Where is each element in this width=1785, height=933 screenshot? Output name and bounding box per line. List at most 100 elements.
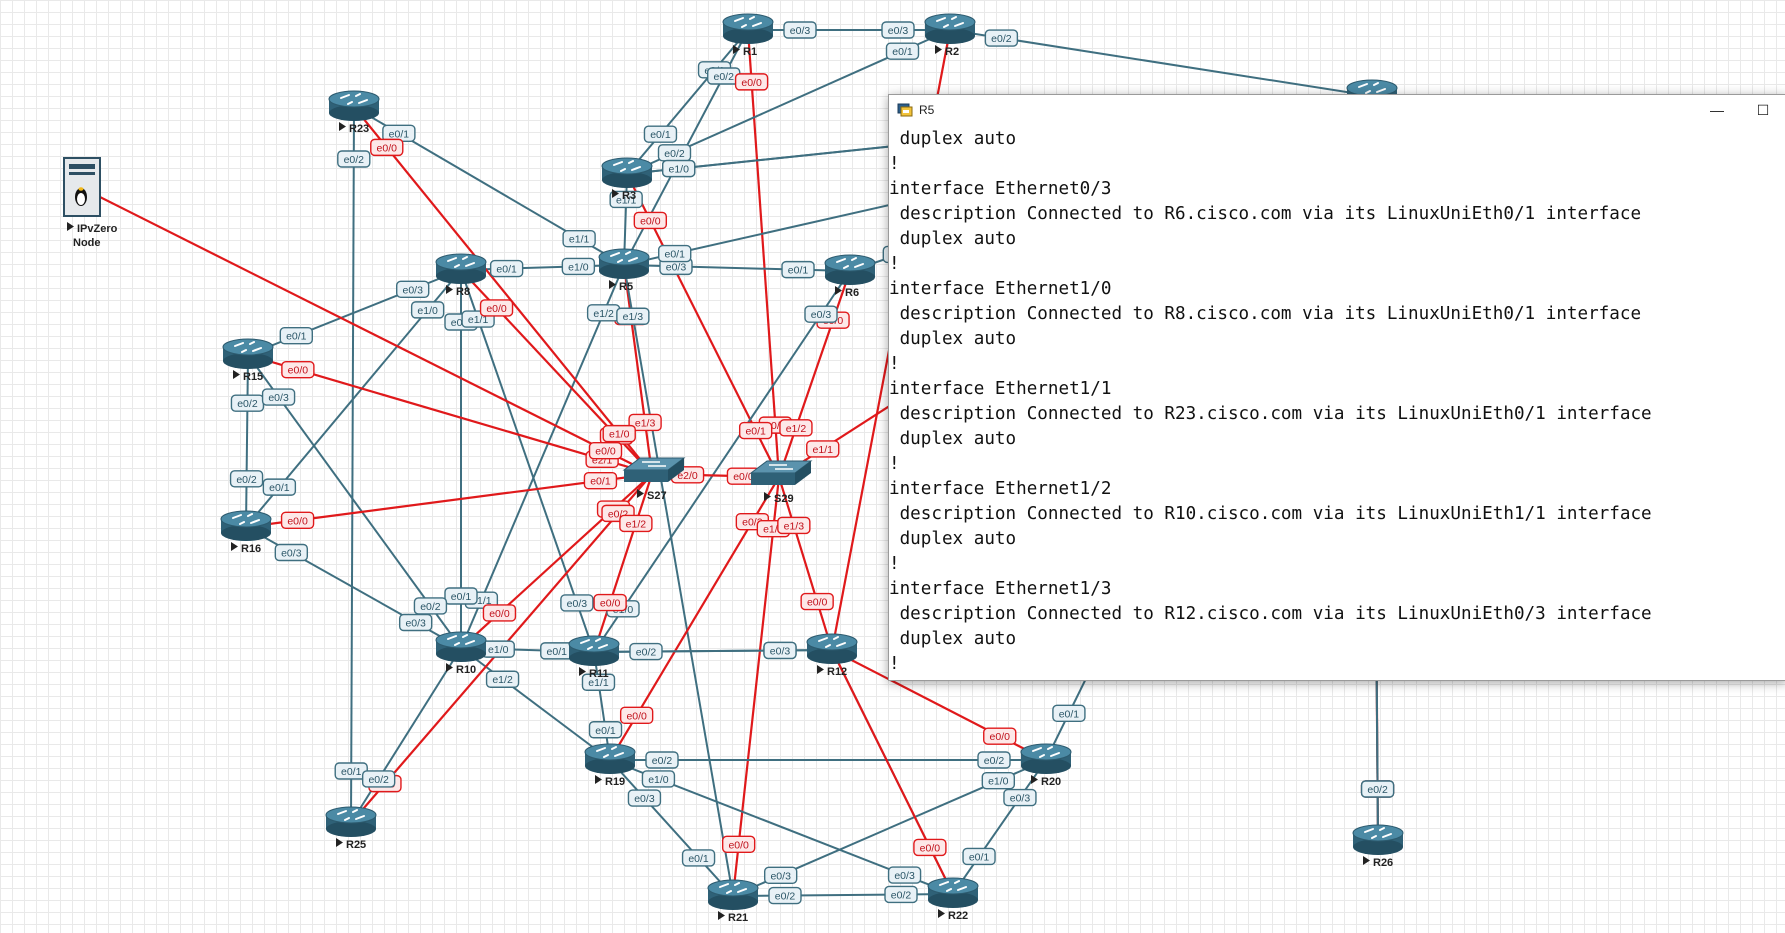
node-r19[interactable]: R19 bbox=[584, 743, 636, 788]
port-label: e1/2 bbox=[586, 304, 621, 322]
link-R20-R22[interactable] bbox=[952, 759, 1047, 895]
play-icon[interactable] bbox=[938, 909, 945, 918]
port-label: e0/2 bbox=[768, 886, 802, 905]
node-s27[interactable]: S27 bbox=[622, 457, 686, 502]
link-R6-S29[interactable] bbox=[777, 270, 852, 478]
link-R22-R12[interactable] bbox=[831, 649, 954, 895]
play-icon[interactable] bbox=[637, 489, 644, 498]
play-icon[interactable] bbox=[579, 667, 586, 676]
play-icon[interactable] bbox=[1363, 856, 1370, 865]
node-r12[interactable]: R12 bbox=[806, 633, 858, 678]
port-label: e0/0 bbox=[619, 706, 654, 725]
port-label-text: e1/1 bbox=[468, 314, 489, 326]
console-window-r5[interactable]: R5 — ☐ duplex auto!interface Ethernet0/3… bbox=[888, 94, 1785, 681]
port-label: e1/0 bbox=[662, 159, 696, 178]
play-icon[interactable] bbox=[718, 911, 725, 920]
node-r22[interactable]: R22 bbox=[927, 877, 979, 922]
node-r2[interactable]: R2 bbox=[924, 13, 976, 58]
port-label: e0/0 bbox=[633, 211, 668, 230]
console-titlebar[interactable]: R5 — ☐ bbox=[889, 95, 1785, 125]
play-icon[interactable] bbox=[835, 286, 842, 295]
link-R23-R25[interactable] bbox=[350, 106, 355, 824]
play-icon[interactable] bbox=[612, 189, 619, 198]
port-label-text: e0/0 bbox=[287, 515, 308, 527]
port-label-text: e0/2 bbox=[236, 474, 257, 486]
port-label: e0/0 bbox=[281, 360, 315, 379]
node-label: R8 bbox=[456, 286, 470, 298]
port-label-text: e0/0 bbox=[288, 365, 309, 377]
link-R11-R19[interactable] bbox=[593, 651, 611, 761]
play-icon[interactable] bbox=[817, 665, 824, 674]
console-line: interface Ethernet1/3 bbox=[889, 579, 1112, 599]
node-r26[interactable]: R26 bbox=[1352, 824, 1404, 869]
link-R11-S27[interactable] bbox=[592, 473, 654, 653]
play-icon[interactable] bbox=[339, 122, 346, 131]
play-icon[interactable] bbox=[446, 285, 453, 294]
node-s29[interactable]: S29 bbox=[749, 460, 813, 505]
port-label-text: e0/1 bbox=[892, 46, 913, 58]
play-icon[interactable] bbox=[733, 45, 740, 54]
node-label: R11 bbox=[589, 668, 609, 680]
link-R5-R6[interactable] bbox=[623, 264, 851, 272]
link-S29-R21[interactable] bbox=[731, 476, 781, 897]
link-S29-R12[interactable] bbox=[777, 476, 834, 651]
link-IPZ-S27[interactable] bbox=[81, 187, 653, 475]
node-r6[interactable]: R6 bbox=[824, 254, 876, 299]
play-icon[interactable] bbox=[233, 370, 240, 379]
link-R19-R21[interactable] bbox=[609, 759, 734, 897]
port-label: e1/0 bbox=[981, 772, 1016, 790]
port-label: e1/1 bbox=[562, 230, 596, 248]
node-r23[interactable]: R23 bbox=[328, 90, 380, 135]
node-r3[interactable]: R3 bbox=[601, 157, 653, 202]
link-R5-R21[interactable] bbox=[623, 264, 734, 897]
minimize-button[interactable]: — bbox=[1710, 102, 1724, 118]
node-r15[interactable]: R15 bbox=[222, 338, 274, 383]
node-r21[interactable]: R21 bbox=[707, 879, 759, 924]
play-icon[interactable] bbox=[446, 663, 453, 672]
play-icon[interactable] bbox=[336, 838, 343, 847]
node-r5[interactable]: R5 bbox=[598, 248, 650, 293]
node-r10[interactable]: R10 bbox=[435, 631, 487, 676]
link-R8-R11[interactable] bbox=[460, 269, 595, 653]
play-icon[interactable] bbox=[935, 45, 942, 54]
port-label: e0/1 bbox=[279, 327, 313, 345]
link-R15-R16[interactable] bbox=[245, 354, 249, 528]
link-R23-S27[interactable] bbox=[353, 106, 653, 475]
port-label-text: e1/2 bbox=[593, 308, 614, 320]
link-R5-R8[interactable] bbox=[460, 264, 625, 271]
node-r8[interactable]: R8 bbox=[435, 253, 487, 298]
link-R1-R3[interactable] bbox=[626, 29, 749, 175]
play-icon[interactable] bbox=[609, 280, 616, 289]
node-r16[interactable]: R16 bbox=[220, 510, 272, 555]
play-icon[interactable] bbox=[231, 542, 238, 551]
play-icon[interactable] bbox=[1031, 775, 1038, 784]
play-icon[interactable] bbox=[67, 222, 74, 231]
port-label: e0/0 bbox=[482, 604, 517, 622]
node-r25[interactable]: R25 bbox=[325, 806, 377, 851]
port-label: e1/0 bbox=[481, 640, 515, 658]
console-line: description Connected to R23.cisco.com v… bbox=[889, 404, 1652, 424]
link-R25-R10[interactable] bbox=[350, 647, 462, 824]
console-output[interactable]: duplex auto!interface Ethernet0/3 descri… bbox=[889, 125, 1785, 680]
node-r20[interactable]: R20 bbox=[1020, 743, 1072, 788]
link-R15-S27[interactable] bbox=[247, 353, 653, 476]
port-label: e1/0 bbox=[410, 301, 445, 319]
node-r1[interactable]: R1 bbox=[722, 13, 774, 58]
maximize-button[interactable]: ☐ bbox=[1756, 101, 1770, 118]
link-R5-S27[interactable] bbox=[622, 264, 654, 475]
link-R2-PX[interactable] bbox=[949, 29, 1373, 97]
node-label: R1 bbox=[743, 46, 757, 58]
node-r11[interactable]: R11 bbox=[568, 635, 620, 680]
play-icon[interactable] bbox=[764, 492, 771, 501]
port-label: e0/2 bbox=[413, 597, 448, 615]
play-icon[interactable] bbox=[595, 775, 602, 784]
link-R6-R11[interactable] bbox=[593, 270, 851, 653]
node-label: R3 bbox=[622, 190, 636, 202]
link-R5-R10[interactable] bbox=[460, 264, 625, 649]
port-label: e0/1 bbox=[262, 478, 297, 496]
port-label: e0/1 bbox=[781, 260, 815, 279]
link-R21-R22[interactable] bbox=[732, 893, 954, 897]
link-R1-S29[interactable] bbox=[746, 29, 781, 478]
